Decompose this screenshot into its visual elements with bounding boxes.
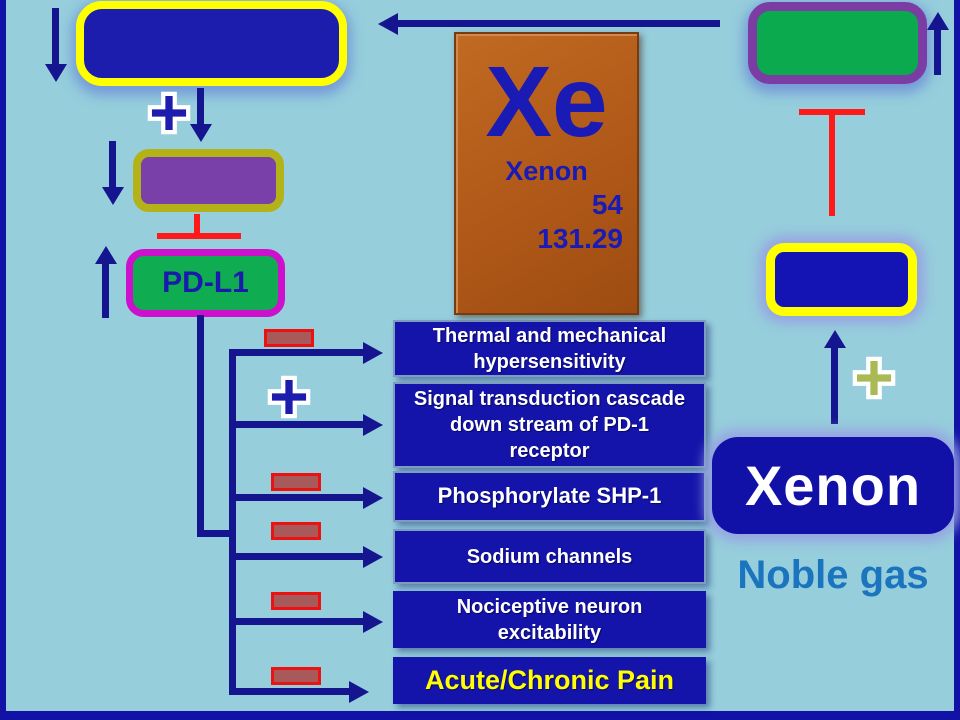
- branch-1-arrow-icon: [363, 342, 383, 364]
- inhibit-pdl1-cap: [157, 233, 241, 239]
- arrow-down-a-icon: [45, 64, 67, 82]
- periodic-tile-xenon: Xe Xenon 54 131.29: [454, 32, 639, 315]
- effect-label: Signal transduction cascade down stream …: [413, 388, 686, 462]
- frame-left: [0, 0, 6, 720]
- noble-gas-label: Noble gas: [737, 552, 929, 597]
- frame-bottom: [0, 711, 960, 720]
- effect-box-signal: Signal transduction cascade down stream …: [393, 382, 706, 468]
- node-top-left: [76, 1, 347, 86]
- arrow-up-f-line: [831, 346, 838, 424]
- noble-gas-caption: Noble gas: [716, 552, 950, 598]
- inhibit-green-stem: [829, 113, 835, 216]
- effect-box-nociceptive: Nociceptive neuron excitability: [393, 591, 706, 648]
- inhibit-green-cap: [799, 109, 865, 115]
- arrow-up-d-icon: [95, 246, 117, 264]
- branch-6-arrow-icon: [349, 681, 369, 703]
- node-top-right: [748, 2, 927, 84]
- plus-icon: [852, 356, 896, 400]
- arrow-down-c-line: [109, 141, 116, 189]
- connector-pdl1-elbow: [197, 530, 236, 537]
- branch-3-arrow-icon: [363, 487, 383, 509]
- effect-box-sodium: Sodium channels: [393, 529, 706, 584]
- branch-3-line: [229, 494, 363, 501]
- branch-5-arrow-icon: [363, 611, 383, 633]
- arrow-up-e-icon: [927, 12, 949, 30]
- branch-2-arrow-icon: [363, 414, 383, 436]
- connector-trunk: [229, 349, 236, 695]
- branch-4-arrow-icon: [363, 546, 383, 568]
- node-pdl1: PD-L1: [126, 249, 285, 317]
- branch-1-line: [229, 349, 363, 356]
- plus-icon: [147, 91, 191, 135]
- element-name: Xenon: [505, 156, 588, 186]
- arrow-down-b-line: [197, 88, 204, 126]
- minus-icon: [271, 592, 321, 610]
- plus-icon: [267, 375, 311, 419]
- inhibit-pdl1-stem: [194, 214, 200, 235]
- arrow-up-d-line: [102, 262, 109, 318]
- arrow-down-c-icon: [102, 187, 124, 205]
- minus-icon: [264, 329, 314, 347]
- effect-box-shp1: Phosphorylate SHP-1: [393, 471, 706, 522]
- effect-label: Thermal and mechanical hypersensitivity: [432, 324, 667, 373]
- node-purple: [133, 149, 284, 212]
- node-pdl1-label: PD-L1: [162, 266, 249, 299]
- minus-icon: [271, 522, 321, 540]
- frame-right: [954, 0, 960, 720]
- minus-icon: [271, 473, 321, 491]
- branch-5-line: [229, 618, 363, 625]
- effect-label: Sodium channels: [466, 545, 633, 568]
- element-atomic-number: 54: [591, 189, 623, 220]
- branch-6-line: [229, 688, 349, 695]
- effect-label: Acute/Chronic Pain: [424, 664, 675, 695]
- effect-label: Phosphorylate SHP-1: [437, 483, 662, 509]
- arrow-down-a-line: [52, 8, 59, 66]
- effect-label: Nociceptive neuron excitability: [456, 595, 643, 644]
- arrow-up-f-icon: [824, 330, 846, 348]
- node-right-blue: [766, 243, 917, 316]
- effect-box-pain: Acute/Chronic Pain: [393, 657, 706, 704]
- node-xenon: Xenon: [712, 437, 954, 534]
- connector-pdl1-vertical: [197, 315, 204, 537]
- arrow-down-b-icon: [190, 124, 212, 142]
- arrow-left-icon: [378, 13, 398, 35]
- element-atomic-mass: 131.29: [537, 223, 623, 254]
- arrow-right-to-left-line: [396, 20, 720, 27]
- branch-2-line: [229, 421, 363, 428]
- node-xenon-label: Xenon: [744, 454, 922, 517]
- element-symbol: Xe: [485, 46, 608, 158]
- effect-box-thermal: Thermal and mechanical hypersensitivity: [393, 320, 706, 377]
- branch-4-line: [229, 553, 363, 560]
- minus-icon: [271, 667, 321, 685]
- arrow-up-e-line: [934, 28, 941, 75]
